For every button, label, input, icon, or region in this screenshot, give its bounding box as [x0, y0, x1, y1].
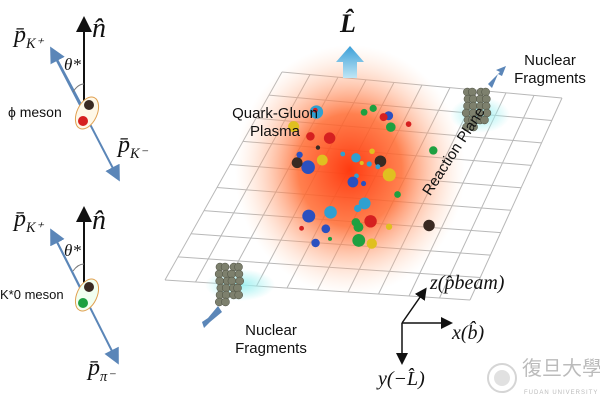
nuclear-fragments: [214, 87, 492, 307]
quark-particle: [354, 173, 359, 179]
quark-particle: [311, 238, 320, 248]
quark-particle: [299, 225, 304, 231]
quark-particle: [423, 219, 435, 232]
quark-particle: [374, 155, 387, 168]
quark-particle: [364, 215, 377, 228]
nucleon: [481, 101, 491, 111]
quark-particle: [306, 132, 315, 141]
quark-particle: [353, 222, 364, 233]
quark-particle: [379, 113, 388, 122]
quark-particle: [366, 161, 372, 167]
nucleon: [227, 276, 237, 286]
quark-particle: [429, 146, 438, 155]
particles: [288, 104, 438, 249]
angular-momentum-arrow: [336, 46, 364, 78]
n-hat-label-2: n̂: [92, 205, 106, 236]
quark: [84, 100, 94, 110]
quark-particle: [323, 132, 336, 144]
fudan-watermark-sub: FUDAN UNIVERSITY: [524, 390, 599, 396]
kstar-meson-diagram: [50, 206, 119, 365]
ppi-label: p̄π⁻: [88, 355, 115, 385]
quark-particle: [360, 180, 367, 187]
quark-particle: [385, 223, 393, 230]
nuclear-fragments-bottom-label: Nuclear Fragments: [235, 322, 307, 357]
qgp-label: Quark-Gluon Plasma: [232, 105, 318, 140]
fragment-arrow-top: [488, 66, 506, 88]
theta-label-2: θ*: [64, 241, 81, 260]
nucleon: [222, 290, 231, 300]
quark-particle: [316, 154, 328, 166]
quark-particle: [302, 209, 316, 223]
coordinate-axes: [396, 287, 453, 365]
nucleon: [233, 283, 242, 293]
quark-particle: [375, 164, 381, 170]
qgp-glow: [235, 45, 465, 295]
quark-particle: [352, 233, 366, 247]
fudan-seal: [487, 363, 517, 393]
grid-line: [469, 97, 563, 301]
antiquark: [78, 116, 88, 126]
quark-particle: [358, 197, 371, 210]
quark-particle: [360, 108, 368, 116]
quark-particle: [354, 204, 362, 213]
nucleon: [481, 87, 490, 97]
nucleon: [469, 122, 478, 132]
quark-particle: [291, 157, 303, 169]
quark-particle: [369, 148, 375, 155]
quark-particle: [324, 206, 337, 219]
nucleon: [234, 269, 244, 279]
y-axis-label: y(−L̂): [378, 368, 425, 390]
nucleon: [220, 262, 230, 272]
quark-particle: [321, 224, 331, 234]
quark-particle: [351, 153, 361, 163]
quark-particle: [347, 176, 359, 188]
quark-particle: [288, 121, 300, 133]
quark-particle: [369, 104, 377, 112]
quark-particle: [301, 160, 315, 174]
nucleon: [480, 115, 489, 125]
L-hat-label: L̂: [340, 9, 356, 38]
pk-plus-arrow: [50, 46, 85, 111]
quark-particle: [312, 107, 318, 113]
nucleon: [221, 297, 230, 307]
phi-meson-diagram: [50, 16, 120, 182]
x-axis-label: x(b̂): [452, 322, 485, 344]
phi-meson-label: ϕ meson: [8, 104, 62, 120]
n-hat-label-1: n̂: [92, 13, 106, 44]
fudan-watermark: 復旦大學: [522, 358, 600, 380]
quark-particle: [385, 122, 396, 132]
quark-particle: [296, 151, 303, 158]
theta-arc: [72, 83, 85, 93]
nucleon: [467, 87, 477, 97]
quark-particle: [340, 151, 346, 157]
grid-line: [439, 95, 535, 299]
phi-meson-shell: [74, 96, 100, 130]
quark-particle: [366, 238, 377, 249]
quark-particle: [315, 145, 321, 150]
z-axis-label: z(p̂beam): [430, 272, 505, 294]
quark-particle: [394, 191, 401, 198]
fragment-arrow-bottom: [202, 306, 222, 328]
quark-particle: [359, 161, 364, 166]
nuclear-fragments-top-label: Nuclear Fragments: [514, 52, 586, 87]
nucleon: [215, 276, 224, 286]
quark-particle: [327, 236, 333, 241]
pk-plus-label-2: p̄K⁺: [14, 206, 44, 236]
quark-particle: [382, 168, 396, 182]
theta-label-1: θ*: [64, 55, 81, 74]
kstar-meson-label: K*0 meson: [0, 287, 64, 302]
pk-minus-label: p̄K⁻: [118, 132, 148, 162]
pk-plus-label-1: p̄K⁺: [14, 22, 44, 52]
quark-particle: [405, 121, 412, 127]
nucleon: [234, 290, 243, 300]
